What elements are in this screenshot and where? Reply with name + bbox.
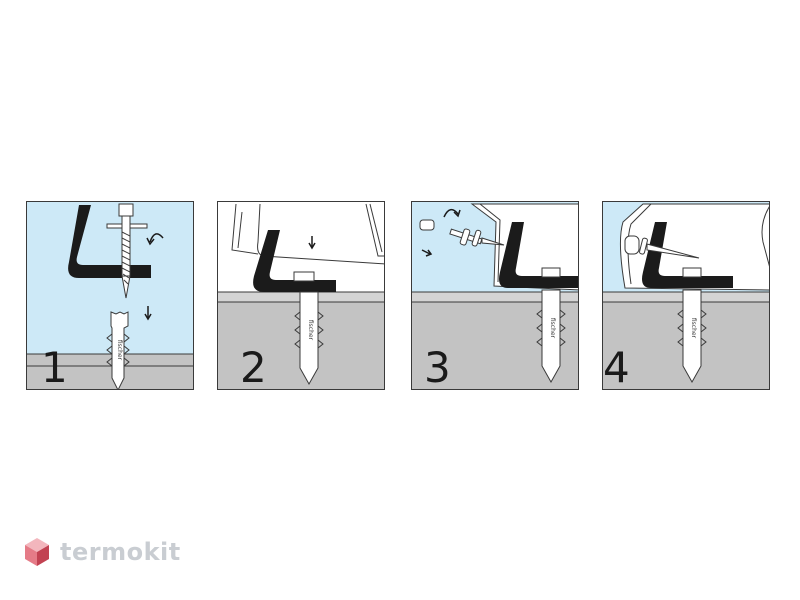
screw-assembly: [624, 235, 700, 259]
step-4-illustration: fischer: [603, 202, 769, 389]
brand-name: termokit: [60, 538, 181, 566]
wall-plug: fischer: [677, 289, 707, 384]
step-number: 2: [240, 343, 267, 390]
wall-plug: fischer: [106, 311, 130, 389]
step-2-panel: fischer 2: [217, 201, 385, 390]
dowel-brand-label: fischer: [549, 318, 556, 339]
bracket: [68, 205, 151, 278]
bracket: [499, 222, 578, 288]
step-number: 1: [41, 343, 68, 390]
step-number: 3: [424, 343, 451, 390]
insert-arrow-icon: [421, 249, 431, 255]
rotate-arrow-icon: [443, 208, 459, 218]
bolt-head: [541, 267, 561, 278]
step-1-illustration: fischer: [27, 202, 193, 389]
step-1-panel: fischer 1: [26, 201, 194, 390]
dowel-brand-label: fischer: [307, 320, 314, 341]
dowel-brand-label: fischer: [690, 318, 697, 339]
bracket: [253, 230, 336, 292]
screw-assembly: [419, 219, 505, 247]
wall-plug: fischer: [536, 289, 566, 384]
bracket: [642, 222, 733, 288]
step-4-panel: fischer 4: [602, 201, 770, 390]
rotate-arrow-icon: [149, 233, 164, 243]
bolt-head: [682, 267, 702, 278]
step-number: 4: [603, 343, 630, 390]
brand-logo: termokit: [24, 537, 181, 567]
bolt-head: [293, 271, 315, 282]
brand-mark-icon: [25, 538, 49, 566]
wall-plug: fischer: [294, 291, 324, 386]
step-3-illustration: fischer: [412, 202, 578, 389]
step-3-panel: fischer 3: [411, 201, 579, 390]
dowel-brand-label: fischer: [116, 340, 123, 361]
step-2-illustration: fischer: [218, 202, 384, 389]
bolt: [106, 203, 148, 299]
